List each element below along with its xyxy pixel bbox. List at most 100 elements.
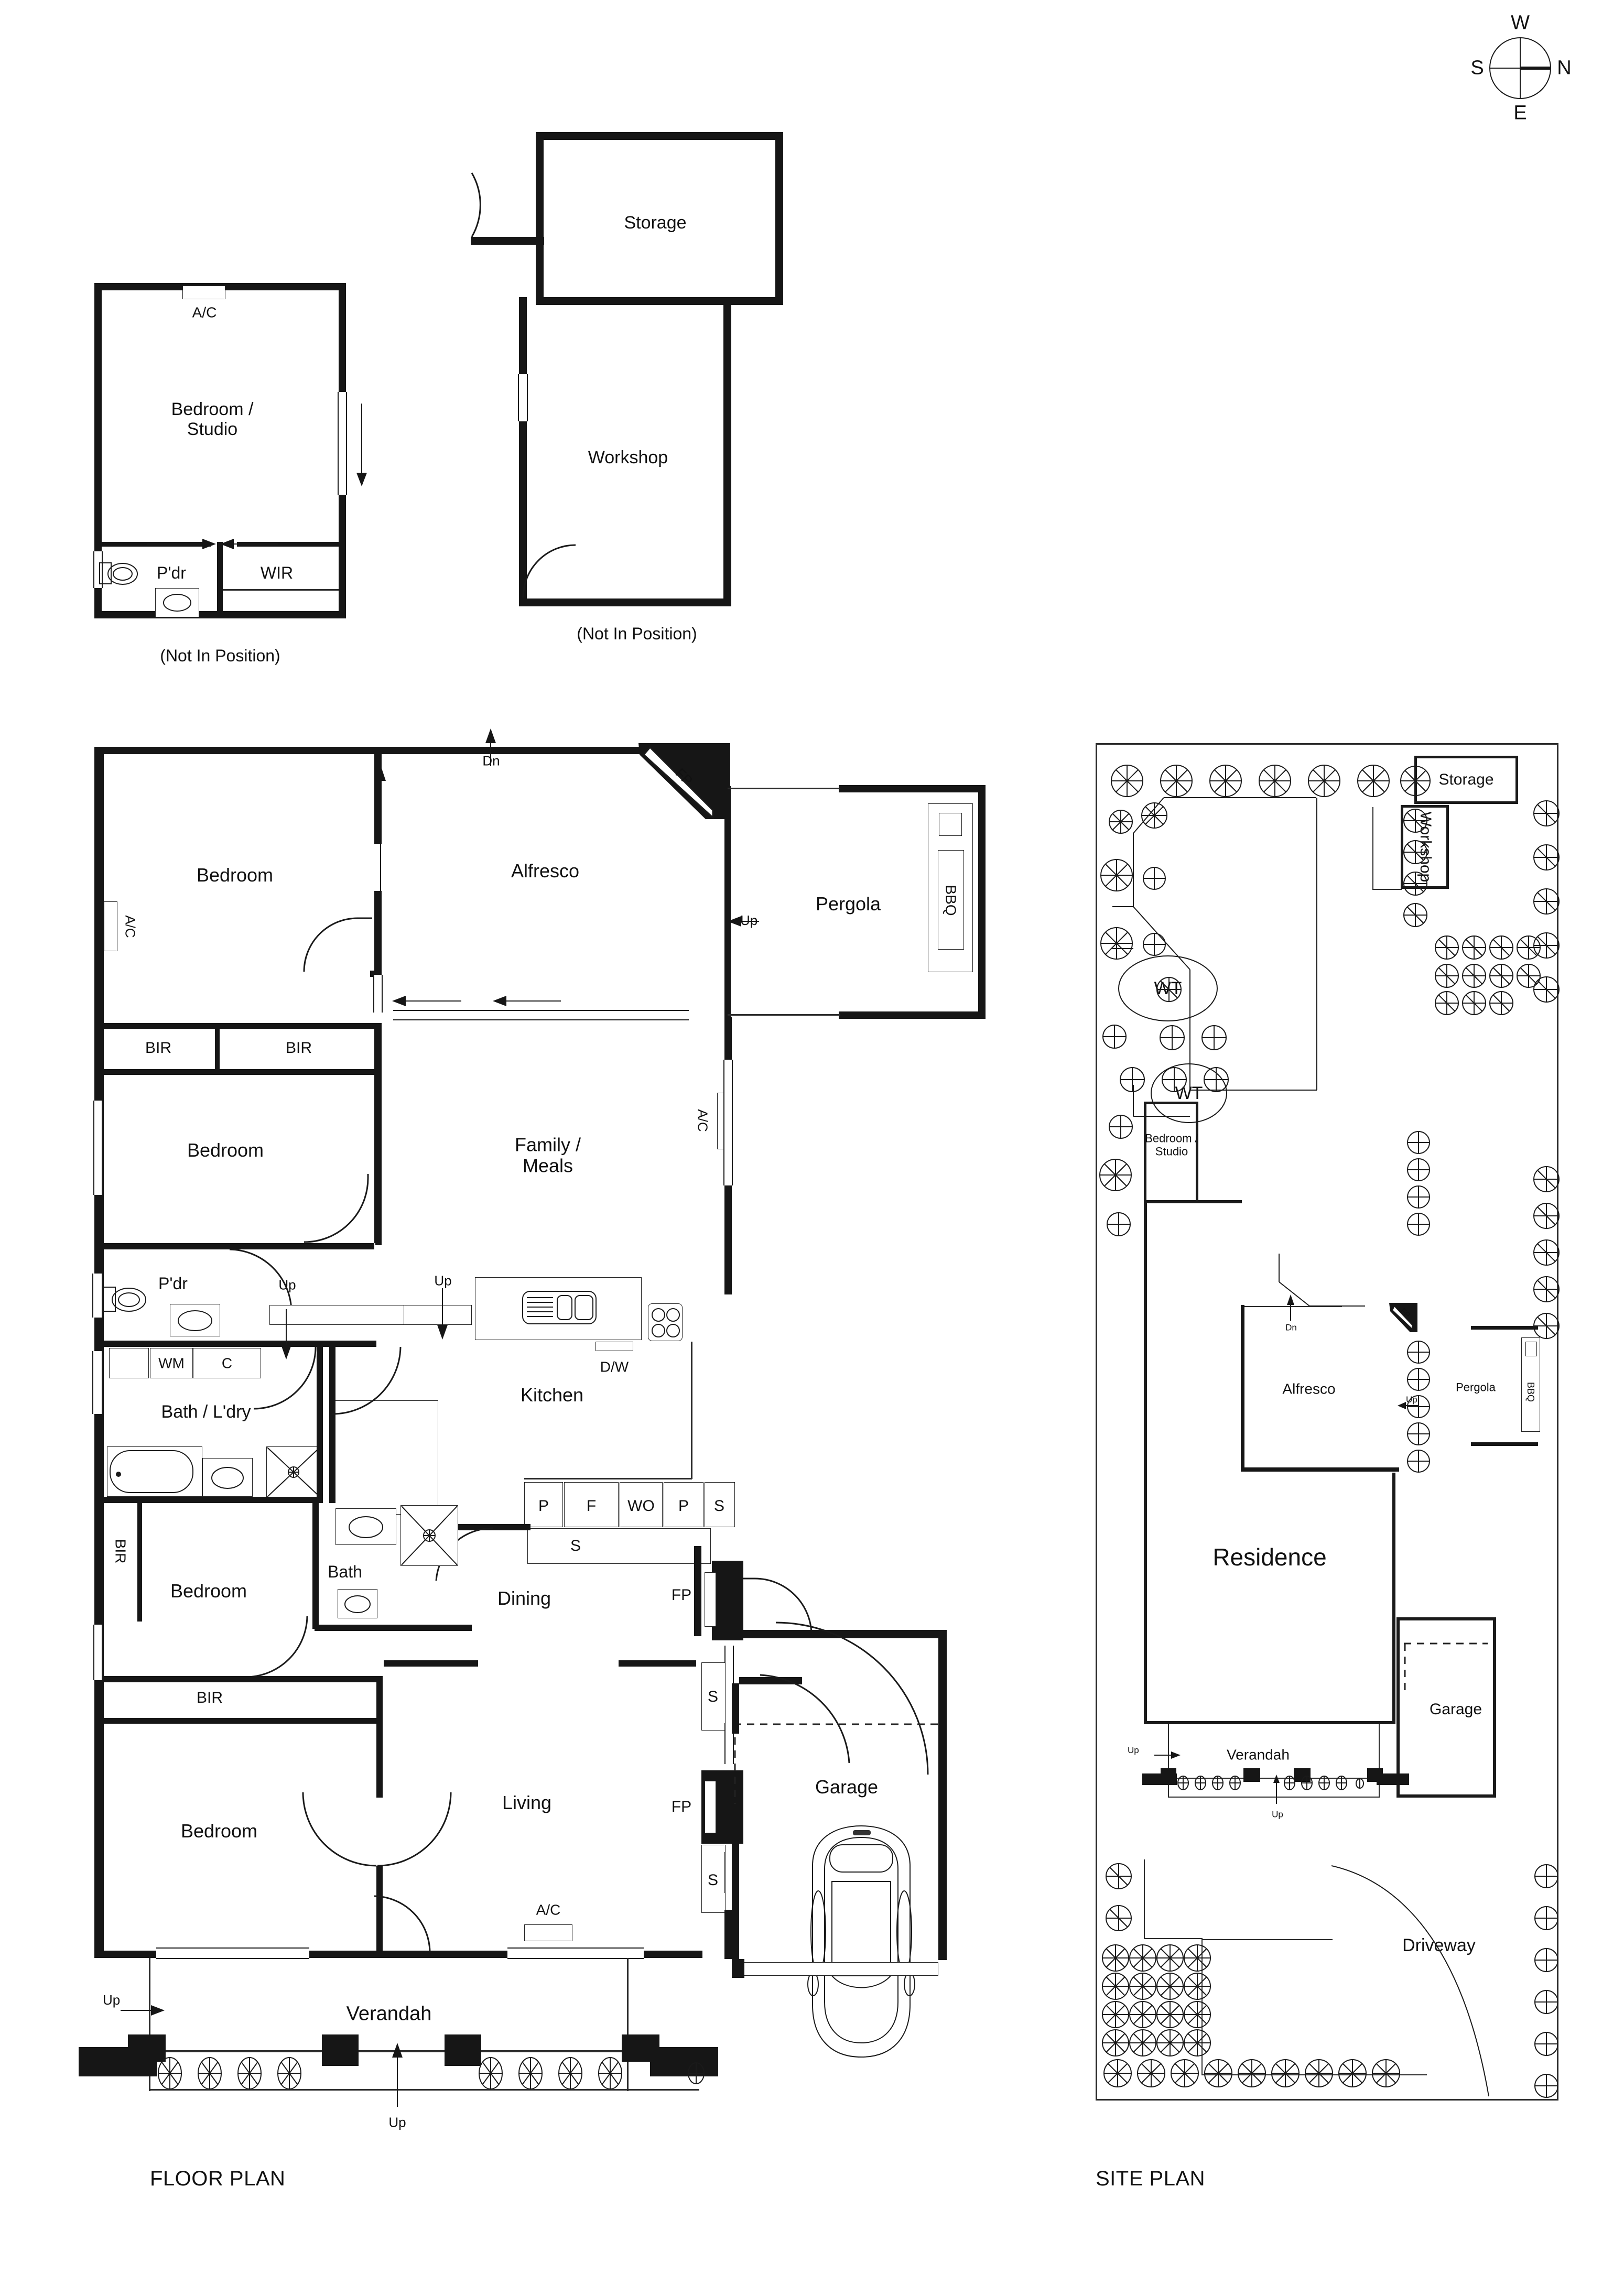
- site-lawn-edge-top: [1201, 1939, 1333, 1940]
- kitchen-bench-right: [691, 1342, 692, 1479]
- bath-laundry-label: Bath / L'dry: [161, 1401, 251, 1422]
- bedroom3-window-left: [93, 1625, 103, 1680]
- pantry-label-f: F: [586, 1497, 597, 1515]
- site-alfresco-void: [1242, 1200, 1396, 1473]
- dining-wall-right-fp: [712, 1561, 743, 1640]
- kitchen-lower-bench: [527, 1528, 711, 1564]
- garage-wall-right: [938, 1630, 947, 1960]
- site-studio-label: Bedroom / Studio: [1145, 1131, 1198, 1158]
- living-fireplace: [705, 1781, 716, 1833]
- bir-label-3: BIR: [112, 1539, 129, 1564]
- site-verandah-post-3: [1243, 1768, 1260, 1782]
- pergola-wall-right: [978, 785, 986, 1018]
- studio-bedroom-label: Bedroom / Studio: [171, 399, 254, 439]
- site-driveway-label: Driveway: [1402, 1935, 1476, 1955]
- bir-divider: [215, 1023, 220, 1075]
- compass-label-left: S: [1470, 57, 1484, 79]
- bedroom4-label: Bedroom: [180, 1820, 258, 1842]
- pantry-cell-p1: [524, 1482, 563, 1527]
- garage-door: [742, 1962, 938, 1976]
- pergola-edge-top: [728, 788, 840, 789]
- store-label-s2: S: [707, 1871, 719, 1889]
- bedroom2-wall-bottom: [104, 1243, 374, 1249]
- pergola-label: Pergola: [815, 893, 881, 915]
- bbq-label: BBQ: [943, 885, 959, 916]
- bathlaundry-wall-right: [317, 1345, 323, 1503]
- site-verandah-rail: [1168, 1778, 1380, 1779]
- powder-wall-bottom-2: [272, 1341, 376, 1347]
- site-alfresco-edge-top: [1244, 1306, 1342, 1307]
- studio-wall-left: [94, 283, 102, 618]
- verandah-post-4: [445, 2034, 481, 2066]
- compass-label-bottom: E: [1513, 102, 1527, 124]
- site-bbq-label: BBQ: [1525, 1381, 1536, 1402]
- living-label: Living: [502, 1791, 552, 1813]
- site-boundary-right: [1557, 743, 1558, 2101]
- storage-wall-step: [536, 237, 544, 305]
- bbq-hotplate: [939, 813, 962, 836]
- bath2-label: Bath: [328, 1562, 362, 1582]
- family-slider-3: [590, 1010, 689, 1020]
- site-bbq-hotplate: [1525, 1342, 1537, 1356]
- washing-machine-label: WM: [158, 1355, 185, 1372]
- dining-living-divider-left: [384, 1660, 478, 1667]
- site-garage-box: [1396, 1617, 1496, 1798]
- dining-label: Dining: [497, 1587, 551, 1609]
- compass-label-top: W: [1511, 12, 1530, 34]
- bedroom1-ac-unit: [104, 901, 117, 951]
- hall-wall-right: [329, 1345, 335, 1503]
- family-window-right: [723, 1060, 733, 1185]
- bedroom1-ac-label: A/C: [122, 915, 138, 938]
- storage-wall-right: [775, 132, 783, 305]
- bedroom1-label: Bedroom: [196, 864, 274, 886]
- kitchen-bench-return: [524, 1478, 692, 1479]
- garage-label: Garage: [815, 1776, 879, 1798]
- pantry-label-s: S: [713, 1497, 725, 1515]
- verandah-up-marker-front: Up: [388, 2114, 406, 2130]
- alfresco-label: Alfresco: [511, 859, 580, 882]
- pergola-edge-bottom: [728, 1014, 840, 1016]
- studio-vanity: [155, 588, 199, 617]
- bedroom2-label: Bedroom: [187, 1139, 264, 1161]
- studio-wall-bottom: [94, 611, 346, 618]
- site-alfresco-wall-left: [1241, 1305, 1244, 1472]
- bedroom4-wall-right: [376, 1676, 383, 1798]
- alfresco-wall-right: [724, 786, 731, 1017]
- bbq-unit: [938, 850, 964, 950]
- verandah-post-6: [650, 2047, 718, 2076]
- floor-plan-title: FLOOR PLAN: [150, 2167, 286, 2190]
- site-garage-label: Garage: [1429, 1701, 1482, 1718]
- bedroom3-wall-right: [312, 1503, 319, 1629]
- studio-partition-horizontal-2: [237, 542, 339, 547]
- verandah-edge-right: [627, 1958, 629, 2091]
- kitchen-label: Kitchen: [520, 1384, 584, 1406]
- compass-rose: W S N E: [1468, 12, 1573, 124]
- storage-wall-bottom-right: [536, 297, 783, 305]
- powder-label: P'dr: [158, 1274, 188, 1293]
- site-residence-label: Residence: [1212, 1543, 1327, 1571]
- pantry-cell-wo: [620, 1482, 663, 1527]
- studio-powder-window: [93, 551, 103, 588]
- bath2-wall-bottom: [315, 1625, 472, 1631]
- workshop-window: [518, 374, 528, 421]
- pantry-cell-p2: [664, 1482, 703, 1527]
- hall-up-marker-2: Up: [434, 1272, 452, 1289]
- studio-sliding-door-2: [338, 440, 347, 495]
- verandah-up-marker-left: Up: [103, 1992, 121, 2008]
- washing-machine-box: [150, 1348, 193, 1378]
- family-slider-2: [492, 1010, 590, 1020]
- bir-row-wall-top: [104, 1023, 382, 1029]
- bir-row-wall-bottom: [104, 1069, 382, 1075]
- living-window-s1: [724, 1723, 734, 1764]
- fp-wall-top: [94, 747, 723, 754]
- dishwasher-label: D/W: [600, 1358, 629, 1375]
- site-verandah-up-marker-front: Up: [1272, 1809, 1283, 1820]
- site-verandah-post-2: [1161, 1768, 1176, 1782]
- living-wall-right-lower: [724, 1910, 732, 1959]
- ac-unit-box: [182, 286, 225, 299]
- pantry-label-p1: P: [538, 1497, 549, 1515]
- bedroom2-window-left: [93, 1101, 103, 1195]
- pantry-label-p2: P: [678, 1497, 689, 1515]
- bedroom1-window-right: [373, 975, 383, 1013]
- garage-wall-top: [734, 1630, 947, 1638]
